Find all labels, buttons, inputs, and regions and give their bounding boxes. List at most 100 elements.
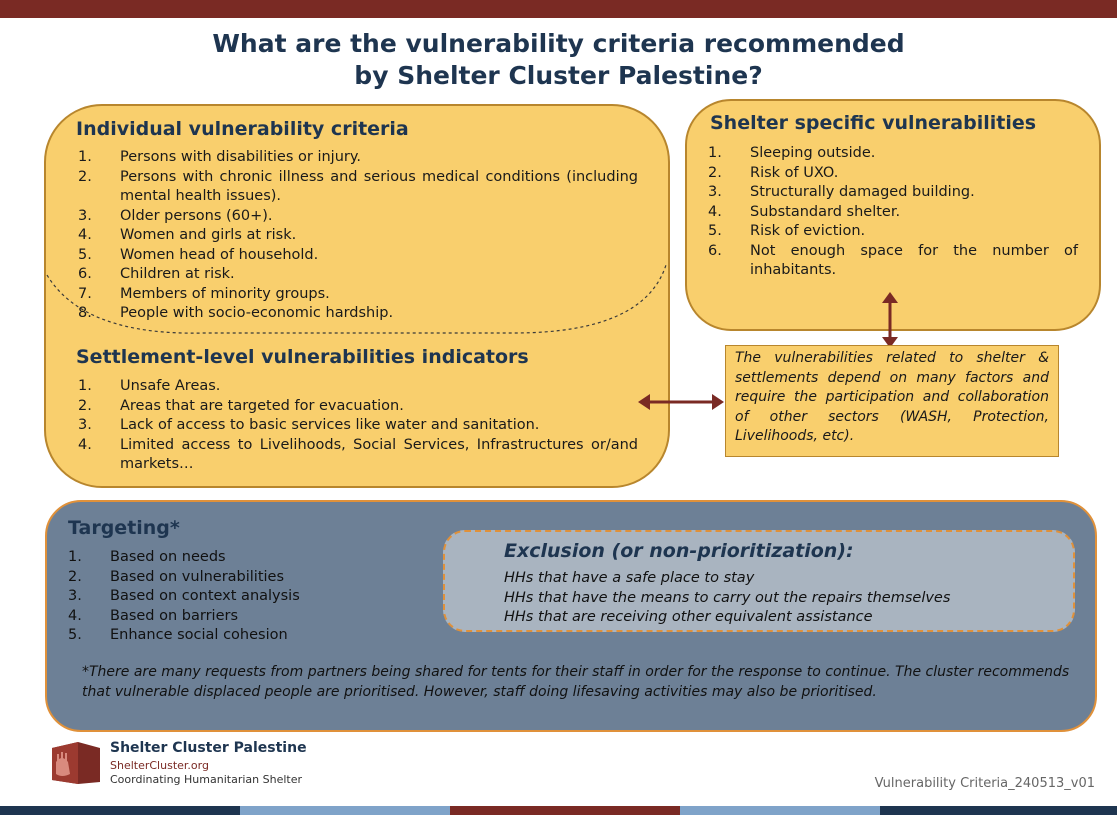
list-item-number: 4.: [78, 227, 92, 243]
page-title-line-2: by Shelter Cluster Palestine?: [354, 61, 763, 90]
list-item-text: Lack of access to basic services like wa…: [120, 417, 540, 433]
list-item-text: Women head of household.: [120, 246, 319, 263]
individual-settlement-box: [44, 104, 670, 488]
list-item-number: 1.: [78, 378, 92, 394]
logo-url-link[interactable]: ShelterCluster.org: [110, 759, 209, 772]
exclusion-heading: Exclusion (or non-prioritization):: [504, 540, 854, 562]
individual-heading: Individual vulnerability criteria: [76, 118, 409, 140]
logo-title: Shelter Cluster Palestine: [110, 740, 307, 756]
exclusion-line: HHs that are receiving other equivalent …: [504, 609, 873, 625]
list-item-text: Children at risk.: [120, 266, 235, 282]
individual-list-item: 8. People with socio-economic hardship.: [78, 304, 638, 324]
list-item-text: Based on barriers: [110, 607, 239, 624]
list-item-text: Areas that are targeted for evacuation.: [120, 397, 404, 414]
list-item-number: 6.: [78, 266, 92, 282]
horizontal-double-arrow-icon: [638, 394, 724, 410]
targeting-list-item: 2. Based on vulnerabilities: [68, 568, 428, 588]
shelter-heading: Shelter specific vulnerabilities: [710, 112, 1037, 134]
settlement-list-item: 1. Unsafe Areas.: [78, 377, 638, 397]
list-item-number: 2.: [78, 168, 92, 185]
list-item-number: 6.: [708, 242, 722, 259]
list-item-text: Based on needs: [110, 549, 226, 565]
targeting-list-item: 3.Based on context analysis: [68, 587, 428, 607]
list-item-text: Enhance social cohesion: [110, 627, 288, 643]
individual-list-item: 2. Persons with chronic illness and serio…: [78, 168, 638, 207]
individual-list-item: 6. Children at risk.: [78, 265, 638, 285]
individual-list-item: 4. Women and girls at risk.: [78, 226, 638, 246]
list-item-number: 2.: [708, 164, 722, 181]
shelter-list-item: 3. Structurally damaged building.: [708, 183, 1078, 203]
exclusion-box: [443, 530, 1075, 632]
list-item-number: 8.: [78, 305, 92, 321]
top-banner-bar: [0, 0, 1117, 18]
individual-list-item: 1.Persons with disabilities or injury.: [78, 148, 638, 168]
list-item-number: 5.: [708, 223, 722, 239]
shelter-list-item: 2. Risk of UXO.: [708, 164, 1078, 184]
page-title-line-1: What are the vulnerability criteria reco…: [212, 29, 905, 58]
shelter-list-item: 5. Risk of eviction.: [708, 222, 1078, 242]
list-item-text: Not enough space for the number of inhab…: [750, 242, 1078, 279]
individual-list-item: 5. Women head of household.: [78, 246, 638, 266]
logo-tagline: Coordinating Humanitarian Shelter: [110, 773, 302, 786]
list-item-text: Limited access to Livelihoods, Social Se…: [120, 436, 638, 473]
individual-criteria-list: 1.Persons with disabilities or injury.2.…: [78, 148, 638, 324]
bottom-strip-segment: [450, 806, 680, 815]
list-item-text: Women and girls at risk.: [120, 227, 297, 243]
targeting-list-item: 1. Based on needs: [68, 548, 428, 568]
list-item-number: 5.: [78, 246, 92, 263]
shelter-cluster-logo-icon: [52, 742, 100, 784]
list-item-number: 1.: [68, 549, 82, 565]
bottom-strip-segment: [880, 806, 1117, 815]
bottom-strip-segment: [680, 806, 880, 815]
vertical-double-arrow-icon: [882, 292, 898, 348]
page-title: What are the vulnerability criteria reco…: [0, 28, 1117, 92]
bottom-strip-segment: [0, 806, 240, 815]
shelter-list-item: 4. Substandard shelter.: [708, 203, 1078, 223]
document-version: Vulnerability Criteria_240513_v01: [874, 776, 1095, 791]
list-item-text: People with socio-economic hardship.: [120, 305, 394, 321]
targeting-heading: Targeting*: [68, 517, 180, 539]
targeting-footnote: *There are many requests from partners b…: [82, 664, 1070, 700]
list-item-text: Persons with chronic illness and serious…: [120, 168, 638, 205]
list-item-number: 3.: [78, 207, 92, 224]
list-item-number: 5.: [68, 627, 82, 643]
shelter-list-item: 6. Not enough space for the number of inh…: [708, 242, 1078, 281]
shelter-list-item: 1.Sleeping outside.: [708, 144, 1078, 164]
settlement-heading: Settlement-level vulnerabilities indicat…: [76, 346, 529, 368]
settlement-list-item: 4. Limited access to Livelihoods, Social …: [78, 436, 638, 475]
list-item-text: Older persons (60+).: [120, 207, 273, 224]
list-item-text: Members of minority groups.: [120, 285, 330, 302]
individual-list-item: 3. Older persons (60+).: [78, 207, 638, 227]
list-item-number: 2.: [78, 397, 92, 414]
list-item-number: 1.: [78, 149, 92, 165]
exclusion-line: HHs that have the means to carry out the…: [504, 589, 951, 606]
individual-list-item: 7. Members of minority groups.: [78, 285, 638, 305]
list-item-text: Structurally damaged building.: [750, 184, 975, 200]
list-item-number: 3.: [68, 588, 82, 604]
list-item-number: 4.: [708, 203, 722, 220]
list-item-text: Sleeping outside.: [750, 145, 876, 161]
targeting-list: 1. Based on needs 2. Based on vulnerabiliti…: [68, 548, 428, 646]
list-item-number: 3.: [708, 184, 722, 200]
bottom-strip-segment: [240, 806, 450, 815]
list-item-number: 4.: [78, 436, 92, 453]
dependency-note: The vulnerabilities related to shelter &…: [725, 345, 1059, 457]
targeting-list-item: 5. Enhance social cohesion: [68, 626, 428, 646]
list-item-text: Risk of UXO.: [750, 164, 839, 181]
list-item-number: 4.: [68, 607, 82, 624]
exclusion-lines: HHs that have a safe place to stay HHs t…: [504, 569, 950, 628]
list-item-text: Unsafe Areas.: [120, 378, 221, 394]
settlement-indicators-list: 1. Unsafe Areas. 2. Areas that are targeted…: [78, 377, 638, 475]
list-item-number: 2.: [68, 568, 82, 585]
list-item-text: Based on vulnerabilities: [110, 568, 285, 585]
list-item-text: Substandard shelter.: [750, 203, 901, 220]
list-item-number: 7.: [78, 285, 92, 302]
list-item-number: 3.: [78, 417, 92, 433]
shelter-vulnerabilities-list: 1.Sleeping outside.2. Risk of UXO. 3. Struc…: [708, 144, 1078, 281]
shelter-specific-box: [685, 99, 1101, 331]
settlement-list-item: 2. Areas that are targeted for evacuation…: [78, 397, 638, 417]
settlement-list-item: 3. Lack of access to basic services like …: [78, 416, 638, 436]
list-item-text: Risk of eviction.: [750, 223, 866, 239]
individual-section-divider: [46, 264, 667, 334]
exclusion-line: HHs that have a safe place to stay: [504, 570, 755, 586]
